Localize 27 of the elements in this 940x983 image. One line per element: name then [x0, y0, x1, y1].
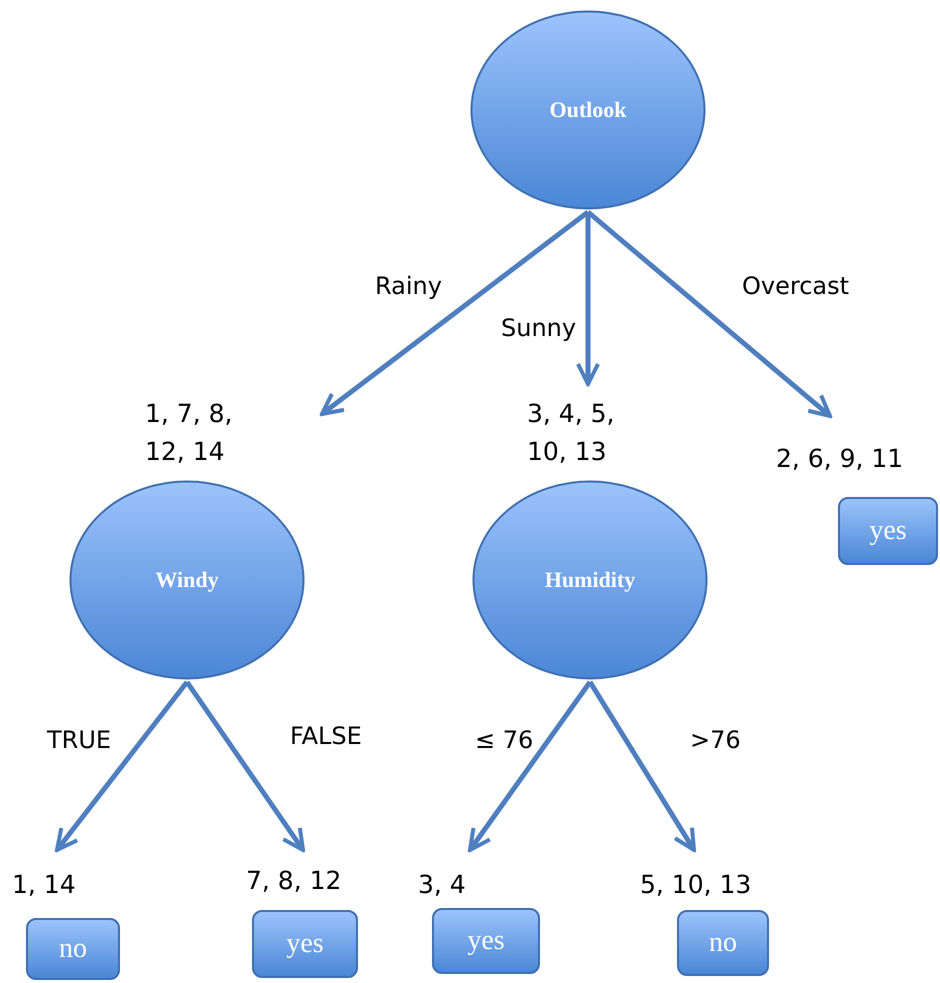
leaf-box [26, 918, 120, 980]
instance-list: 1, 7, 8, 12, 14 [145, 395, 265, 471]
node-label: Windy [155, 567, 219, 593]
class-label: yes [869, 515, 907, 547]
leaf-box [677, 910, 769, 976]
class-label: yes [467, 925, 505, 957]
arrow [576, 212, 600, 386]
node-label: Humidity [544, 567, 636, 593]
class-label: yes [286, 928, 324, 960]
leaf-box [838, 497, 938, 565]
arrow [184, 680, 306, 852]
class-label: no [709, 927, 737, 959]
leaf-box [252, 910, 358, 978]
arrow [55, 680, 189, 852]
instance-list: 1, 14 [12, 866, 132, 904]
instance-list: 2, 6, 9, 11 [776, 440, 940, 478]
arrow [588, 680, 696, 852]
instance-list: 3, 4, 5, 10, 13 [527, 395, 647, 471]
instance-list: 5, 10, 13 [640, 866, 810, 904]
arrow [320, 210, 590, 416]
arrow [468, 680, 592, 852]
instance-list: 3, 4 [418, 866, 518, 904]
leaf-box [432, 908, 540, 974]
arrow [586, 210, 832, 418]
class-label: no [59, 933, 87, 965]
node-label: Outlook [549, 97, 627, 123]
instance-list: 7, 8, 12 [246, 862, 376, 900]
